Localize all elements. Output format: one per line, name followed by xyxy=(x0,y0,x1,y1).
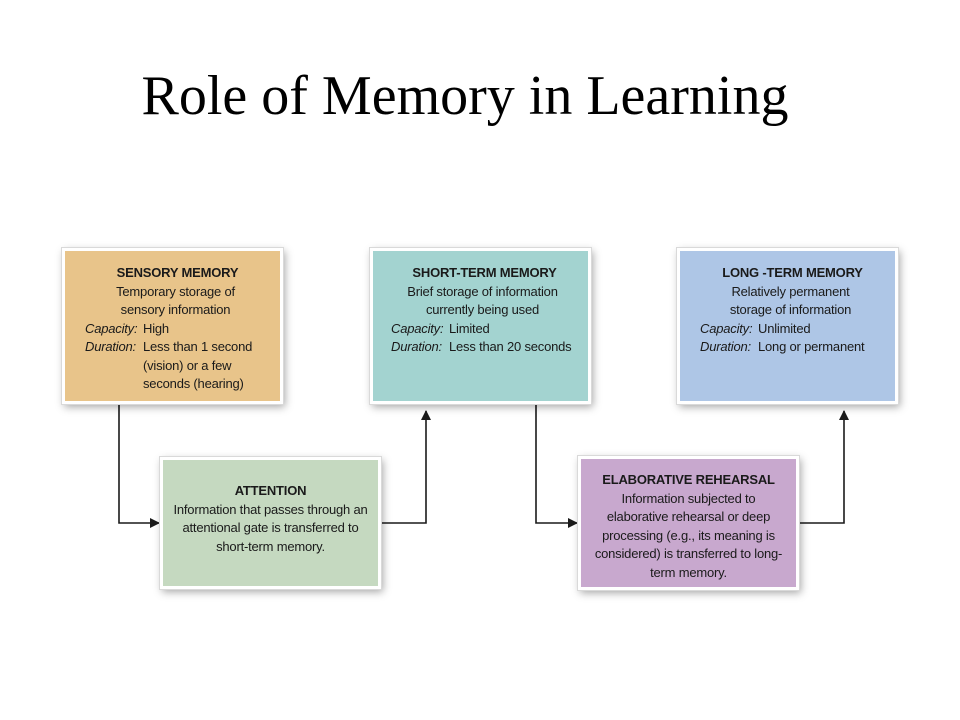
sensory-memory-heading: SENSORY MEMORY xyxy=(116,265,239,280)
long-term-memory-desc-line: Relatively permanent xyxy=(731,283,850,299)
duration-label: Duration: xyxy=(700,339,751,354)
sensory-memory-box: SENSORY MEMORY Temporary storage of sens… xyxy=(62,248,283,404)
long-term-memory-box: LONG -TERM MEMORY Relatively permanent s… xyxy=(677,248,898,404)
short-term-memory-duration: Duration: Less than 20 seconds xyxy=(391,338,578,357)
elaborative-rehearsal-desc-line: term memory. xyxy=(650,564,727,580)
attention-desc-line: short-term memory. xyxy=(216,538,325,554)
long-term-memory-desc-line: storage of information xyxy=(729,302,852,317)
duration-line: (vision) or a few xyxy=(143,357,232,373)
short-term-memory-desc-line: Brief storage of information xyxy=(407,283,558,299)
capacity-value: Limited xyxy=(449,320,490,336)
short-term-memory-heading: SHORT-TERM MEMORY xyxy=(412,265,557,280)
elaborative-rehearsal-desc-line: elaborative rehearsal or deep xyxy=(606,509,771,524)
attention-heading: ATTENTION xyxy=(234,483,307,498)
duration-value: Long or permanent xyxy=(758,339,865,354)
short-term-memory-desc-line: currently being used xyxy=(425,302,540,317)
arrow-attention-to-short-term xyxy=(381,410,431,524)
duration-line: seconds (hearing) xyxy=(143,376,244,391)
attention-desc-line: attentional gate is transferred to xyxy=(182,520,359,535)
short-term-memory-box: SHORT-TERM MEMORY Brief storage of infor… xyxy=(370,248,591,404)
sensory-memory-duration: Duration: Less than 1 second (vision) or… xyxy=(85,338,270,394)
elaborative-rehearsal-desc-line: considered) is transferred to long- xyxy=(594,546,783,561)
long-term-memory-duration: Duration: Long or permanent xyxy=(700,338,885,357)
capacity-value: Unlimited xyxy=(758,320,811,336)
duration-line: Less than 1 second xyxy=(143,339,253,354)
long-term-memory-capacity: Capacity: Unlimited xyxy=(700,320,885,339)
short-term-memory-capacity: Capacity: Limited xyxy=(391,320,578,339)
attention-box: ATTENTION Information that passes throug… xyxy=(160,457,381,589)
arrow-short-term-to-elaborative xyxy=(535,404,578,528)
sensory-memory-desc-line: sensory information xyxy=(120,302,231,317)
arrow-elaborative-to-long-term xyxy=(799,410,849,524)
elaborative-rehearsal-heading: ELABORATIVE REHEARSAL xyxy=(602,472,775,487)
attention-desc-line: Information that passes through an xyxy=(173,501,368,517)
elaborative-rehearsal-box: ELABORATIVE REHEARSAL Information subjec… xyxy=(578,456,799,590)
duration-value: Less than 1 second (vision) or a few sec… xyxy=(143,338,270,394)
capacity-label: Capacity: xyxy=(700,320,753,336)
capacity-value: High xyxy=(143,320,169,336)
sensory-memory-desc-line: Temporary storage of xyxy=(116,283,235,299)
page-title: Role of Memory in Learning xyxy=(141,65,789,127)
duration-label: Duration: xyxy=(391,339,442,354)
long-term-memory-heading: LONG -TERM MEMORY xyxy=(722,265,863,280)
duration-label: Duration: xyxy=(85,339,136,354)
capacity-label: Capacity: xyxy=(391,320,444,336)
arrow-sensory-to-attention xyxy=(118,404,160,528)
duration-value: Less than 20 seconds xyxy=(449,339,572,354)
sensory-memory-capacity: Capacity: High xyxy=(85,320,270,339)
elaborative-rehearsal-desc-line: processing (e.g., its meaning is xyxy=(602,527,775,543)
capacity-label: Capacity: xyxy=(85,320,138,336)
elaborative-rehearsal-desc-line: Information subjected to xyxy=(621,490,756,506)
